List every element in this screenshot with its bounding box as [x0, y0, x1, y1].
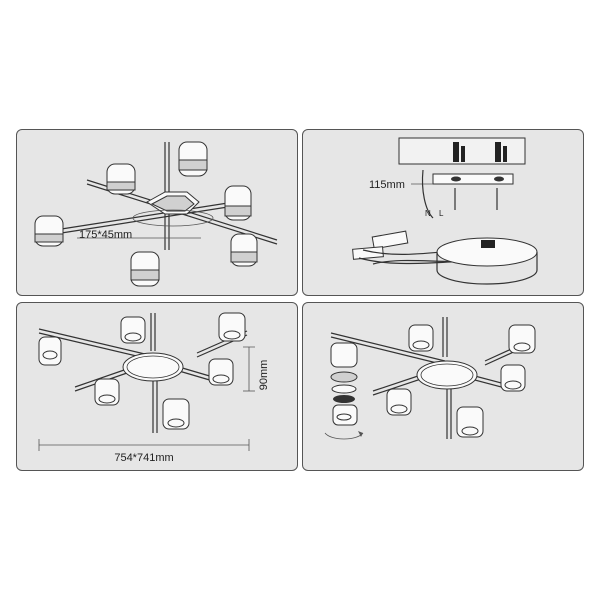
center-ring: [122, 352, 184, 382]
rotate-arrow-head: [358, 431, 363, 437]
arm-3: [54, 199, 248, 231]
center-ring-inner: [126, 355, 180, 379]
terminal-n-label: N: [425, 209, 431, 218]
base-plate-dimension-label: 175*45mm: [79, 229, 132, 241]
shade-e: [94, 378, 120, 406]
dimension-diagram: 90mm 754*741mm: [38, 312, 270, 464]
assembly-diagram: [324, 317, 536, 440]
bracket-hole-left: [451, 176, 461, 182]
arm-c: [74, 368, 128, 388]
arm-c-edge: [372, 378, 422, 396]
arm-a-edge: [330, 336, 446, 366]
panel-wiring-view: 115mm N L: [302, 129, 584, 296]
span-label: 754*741mm: [114, 452, 173, 464]
shade-e: [386, 388, 412, 416]
shade-a: [408, 324, 434, 352]
wire-length-label: 115mm: [369, 179, 405, 191]
connector-block-2: [352, 246, 384, 260]
shade-6: [130, 251, 160, 287]
base-footprint: [132, 209, 214, 227]
shade-a: [120, 316, 146, 344]
shade-b: [218, 312, 246, 342]
arm-a: [330, 332, 446, 362]
shade-4: [34, 215, 64, 247]
shade-2: [106, 163, 136, 195]
arm-3-edge: [54, 203, 248, 235]
shade-5: [230, 233, 258, 267]
shade-3: [224, 185, 252, 221]
shade-1: [178, 141, 208, 177]
screw-right: [495, 142, 507, 162]
base-plate-diagram: 175*45mm: [34, 141, 278, 287]
terminal-l-label: L: [439, 209, 444, 218]
mounting-bracket: [432, 173, 514, 185]
arm-d: [178, 366, 214, 378]
shade-f: [162, 398, 190, 430]
exploded-shade: [330, 342, 358, 426]
center-ring-inner: [420, 363, 474, 387]
shade-c: [38, 336, 62, 366]
height-label: 90mm: [258, 360, 270, 391]
connector-block-1: [371, 230, 409, 250]
shade-d: [208, 358, 234, 386]
bracket-hole-right: [494, 176, 504, 182]
wire-main: [421, 169, 434, 219]
screw-left: [453, 142, 465, 162]
wiring-diagram: 115mm N L: [352, 137, 538, 285]
driver-box: [481, 240, 495, 248]
center-ring: [416, 360, 478, 390]
arm-c: [372, 374, 422, 392]
arm-d-edge: [178, 370, 214, 382]
shade-b: [508, 324, 536, 354]
hex-base-inner: [150, 195, 195, 212]
shade-d: [500, 364, 526, 392]
shade-f: [456, 406, 484, 438]
panel-dimension-view: 90mm 754*741mm: [16, 302, 298, 471]
canopy-side: [436, 252, 538, 285]
arm-a: [38, 328, 150, 356]
rotate-arrow: [324, 432, 364, 440]
panel-base-plate-view: 175*45mm: [16, 129, 298, 296]
panel-assembly-view: [302, 302, 584, 471]
